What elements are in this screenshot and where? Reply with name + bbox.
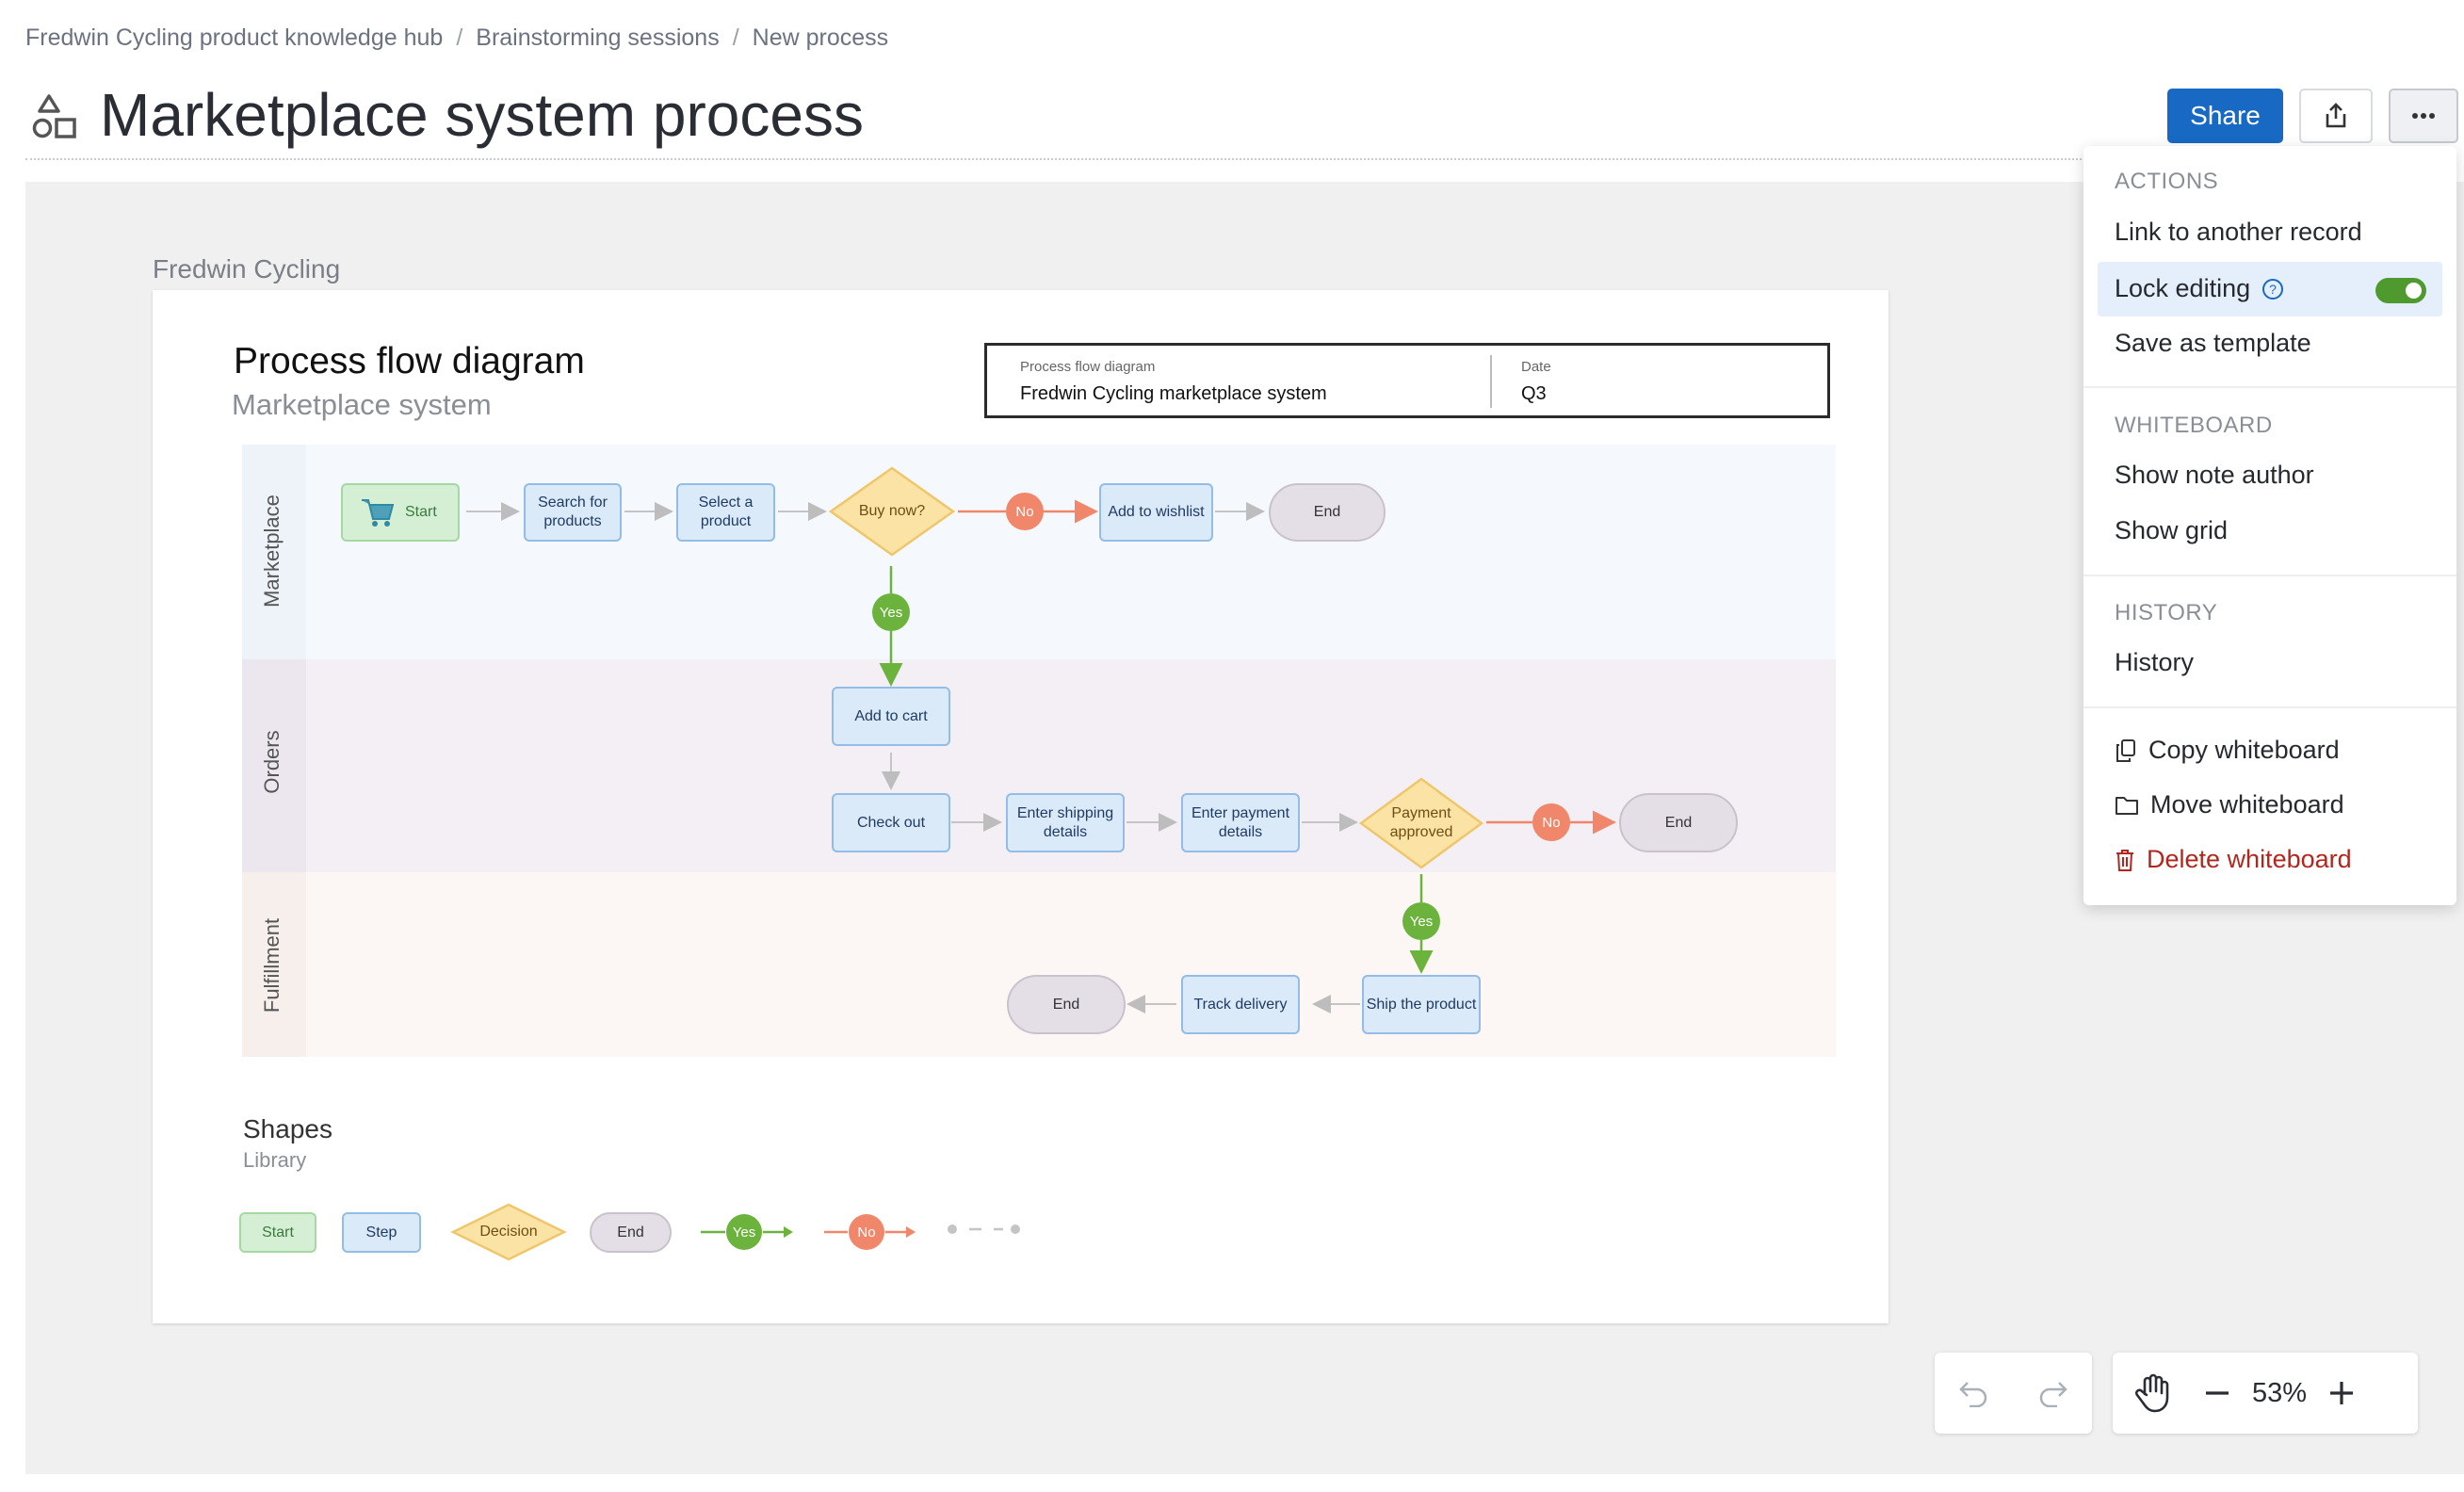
node-enter-shipping[interactable]: Enter shipping details — [1006, 793, 1125, 852]
badge-no[interactable]: No — [1006, 493, 1044, 530]
library-start-shape[interactable]: Start — [239, 1212, 316, 1253]
copy-whiteboard-label: Copy whiteboard — [2148, 736, 2340, 764]
menu-item-save-template[interactable]: Save as template — [2115, 329, 2311, 357]
move-whiteboard-label: Move whiteboard — [2150, 790, 2344, 819]
node-enter-payment[interactable]: Enter payment details — [1181, 793, 1300, 852]
library-no-badge[interactable]: No — [849, 1214, 884, 1250]
menu-section-history: HISTORY — [2115, 600, 2218, 625]
lane-header — [242, 872, 306, 1057]
shopping-cart-icon — [362, 499, 395, 527]
shapes-icon — [32, 94, 76, 138]
lane-header — [242, 659, 306, 872]
library-step-shape[interactable]: Step — [342, 1212, 421, 1253]
zoom-toolbar: 53% — [2113, 1353, 2418, 1434]
svg-text:?: ? — [2269, 282, 2277, 297]
diagram-subtitle[interactable]: Marketplace system — [232, 388, 492, 421]
node-select-product[interactable]: Select a product — [676, 483, 775, 542]
menu-item-show-note-author[interactable]: Show note author — [2115, 461, 2314, 489]
diagram-title[interactable]: Process flow diagram — [234, 341, 585, 381]
breadcrumb-separator: / — [732, 24, 739, 51]
badge-no[interactable]: No — [1532, 803, 1570, 841]
menu-item-delete-whiteboard[interactable]: Delete whiteboard — [2115, 845, 2352, 874]
menu-item-link-record[interactable]: Link to another record — [2115, 218, 2362, 246]
info-divider — [1490, 355, 1492, 408]
breadcrumb-separator: / — [456, 24, 463, 51]
node-buy-now-decision[interactable]: Buy now? — [828, 465, 956, 558]
node-start-label: Start — [405, 504, 437, 520]
decision-shape — [450, 1203, 567, 1261]
more-options-button[interactable] — [2389, 89, 2458, 143]
zoom-level: 53% — [2252, 1377, 2308, 1408]
menu-section-actions: ACTIONS — [2115, 169, 2219, 194]
library-end-shape[interactable]: End — [590, 1212, 672, 1253]
copy-icon — [2116, 738, 2135, 762]
library-connectors — [701, 1224, 1020, 1238]
lock-editing-toggle[interactable] — [2375, 278, 2426, 303]
menu-item-show-grid[interactable]: Show grid — [2115, 516, 2229, 544]
more-icon — [2412, 113, 2435, 119]
info-left-value: Fredwin Cycling marketplace system — [1020, 383, 1327, 404]
breadcrumb-item-hub[interactable]: Fredwin Cycling product knowledge hub — [25, 24, 444, 51]
menu-divider — [2083, 575, 2456, 576]
frame-label[interactable]: Fredwin Cycling — [153, 254, 341, 284]
node-search-products[interactable]: Search for products — [524, 483, 622, 542]
undo-icon[interactable] — [1958, 1379, 1990, 1407]
breadcrumb-item-sessions[interactable]: Brainstorming sessions — [476, 24, 720, 51]
node-start[interactable]: Start — [341, 483, 460, 542]
node-add-to-wishlist[interactable]: Add to wishlist — [1099, 483, 1213, 542]
more-options-menu: ACTIONS Link to another record Lock edit… — [2083, 146, 2456, 905]
page-title: Marketplace system process — [100, 81, 864, 149]
folder-icon — [2115, 796, 2138, 815]
decision-shape — [1358, 777, 1484, 869]
decision-label: Decision — [479, 1224, 538, 1240]
export-button[interactable] — [2299, 89, 2373, 143]
lane-orders — [242, 659, 1836, 872]
info-right-value: Q3 — [1521, 383, 1547, 404]
decision-label: Buy now? — [858, 503, 926, 519]
node-track-delivery[interactable]: Track delivery — [1181, 975, 1300, 1034]
badge-yes[interactable]: Yes — [1402, 902, 1440, 940]
lock-editing-label: Lock editing — [2115, 274, 2251, 302]
shapes-library-title[interactable]: Shapes — [243, 1114, 332, 1143]
undo-redo-toolbar — [1935, 1353, 2092, 1434]
node-add-to-cart[interactable]: Add to cart — [832, 687, 950, 746]
decision-shape — [828, 466, 956, 557]
delete-whiteboard-label: Delete whiteboard — [2147, 845, 2352, 873]
zoom-out-icon[interactable] — [2203, 1379, 2231, 1407]
menu-divider — [2083, 706, 2456, 708]
node-check-out[interactable]: Check out — [832, 793, 950, 852]
decision-label: Payment approved — [1389, 805, 1453, 840]
share-button[interactable]: Share — [2167, 89, 2283, 143]
zoom-in-icon[interactable] — [2327, 1379, 2356, 1407]
shapes-library-subtitle[interactable]: Library — [243, 1148, 307, 1172]
library-decision-shape[interactable]: Decision — [450, 1203, 567, 1261]
breadcrumb-item-current[interactable]: New process — [752, 24, 889, 51]
node-end[interactable]: End — [1619, 793, 1738, 852]
menu-item-lock-editing[interactable]: Lock editing ? — [2115, 274, 2284, 303]
help-icon[interactable]: ? — [2261, 278, 2284, 300]
node-ship-product[interactable]: Ship the product — [1362, 975, 1481, 1034]
redo-icon[interactable] — [2036, 1379, 2068, 1407]
breadcrumb: Fredwin Cycling product knowledge hub / … — [25, 21, 888, 55]
menu-section-whiteboard: WHITEBOARD — [2115, 413, 2273, 438]
badge-yes[interactable]: Yes — [872, 593, 910, 631]
menu-divider — [2083, 386, 2456, 388]
info-left-key: Process flow diagram — [1020, 359, 1156, 375]
lane-marketplace — [242, 445, 1836, 659]
trash-icon — [2116, 849, 2133, 871]
library-yes-badge[interactable]: Yes — [726, 1214, 762, 1250]
node-payment-approved-decision[interactable]: Payment approved — [1358, 776, 1484, 870]
node-end[interactable]: End — [1007, 975, 1126, 1034]
hand-pan-icon[interactable] — [2133, 1373, 2171, 1413]
export-icon — [2326, 103, 2346, 128]
menu-item-copy-whiteboard[interactable]: Copy whiteboard — [2115, 736, 2340, 765]
info-right-key: Date — [1521, 359, 1551, 375]
diagram-info-box[interactable]: Process flow diagram Fredwin Cycling mar… — [984, 343, 1830, 418]
title-divider — [25, 158, 2112, 160]
menu-item-move-whiteboard[interactable]: Move whiteboard — [2115, 790, 2344, 819]
menu-item-history[interactable]: History — [2115, 648, 2195, 676]
lane-header — [242, 445, 306, 659]
node-end[interactable]: End — [1269, 483, 1386, 542]
